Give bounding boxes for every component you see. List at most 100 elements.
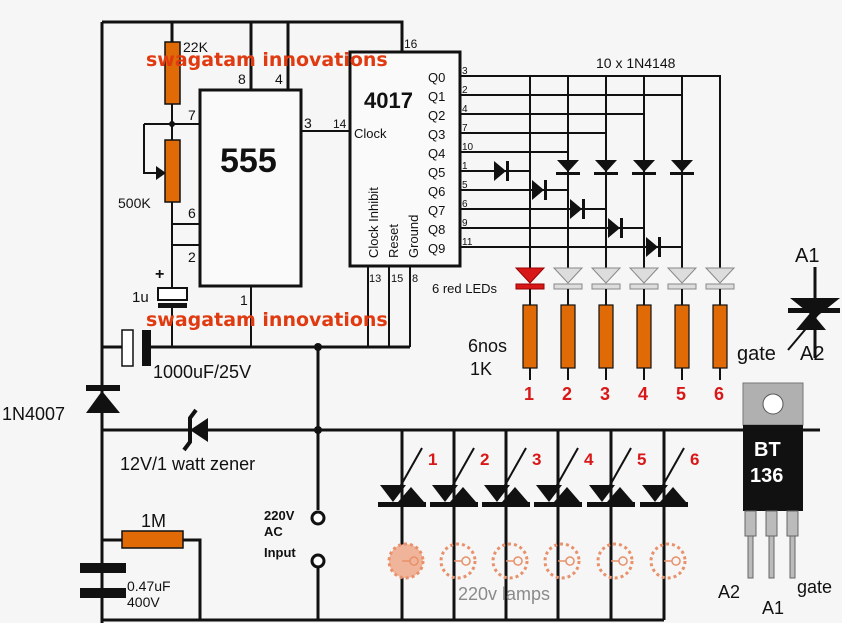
ic-555-label: 555 — [220, 142, 277, 180]
lamp — [543, 542, 581, 580]
pin-label: 8 — [238, 71, 246, 87]
triac-number: 2 — [480, 450, 489, 469]
led — [552, 267, 584, 284]
channel-number: 1 — [524, 384, 534, 404]
pin-label: 15 — [391, 273, 403, 285]
bt136-label: BT — [754, 439, 781, 461]
bt136-pin-a2: A2 — [718, 582, 740, 602]
pin-label: 16 — [404, 37, 418, 51]
label-a2: A2 — [800, 343, 824, 365]
label-gate: gate — [737, 343, 776, 365]
resistor-1k — [598, 304, 614, 369]
pin-label: 7 — [188, 107, 196, 123]
channel-number: 5 — [676, 384, 686, 404]
triac-number: 4 — [584, 450, 594, 469]
pin-label: 11 — [462, 237, 473, 248]
resistor-1k — [674, 304, 690, 369]
triac-number: 6 — [690, 450, 699, 469]
channel-number: 3 — [600, 384, 610, 404]
pin-label: 13 — [369, 273, 381, 285]
lamp — [649, 542, 687, 580]
triac — [430, 447, 478, 507]
pot-500k — [164, 139, 181, 203]
label-diodes: 10 x 1N4148 — [596, 55, 676, 71]
pot-wiper-arrow — [156, 166, 166, 180]
lamp — [439, 542, 477, 580]
label-resistors-value: 1K — [470, 359, 492, 379]
label-lamps: 220v lamps — [458, 584, 550, 604]
channel-number: 4 — [638, 384, 648, 404]
resistor-1k — [560, 304, 576, 369]
led — [666, 267, 698, 284]
ic-4017-label: 4017 — [364, 88, 413, 113]
output-label: Q2 — [428, 108, 445, 123]
zener-diode — [190, 418, 208, 442]
label-ac: AC — [264, 524, 283, 539]
label-a1: A1 — [795, 245, 819, 267]
ac-terminal-2 — [310, 553, 326, 569]
ic-4017 — [348, 50, 462, 268]
triac — [640, 447, 688, 507]
watermark-bottom: swagatam innovations — [146, 309, 388, 331]
output-wire — [460, 132, 607, 150]
diode-1n4007 — [86, 391, 120, 413]
pin-label: 1 — [462, 161, 468, 172]
capacitor-1000uf — [121, 329, 134, 367]
label-1n4007: 1N4007 — [2, 404, 65, 424]
pin-label: 10 — [462, 142, 474, 153]
channel-number: 2 — [562, 384, 572, 404]
capacitor-1u — [157, 287, 188, 301]
bt136-pin-a1: A1 — [762, 598, 784, 618]
resistor-1m — [121, 530, 184, 549]
triac-number: 5 — [637, 450, 646, 469]
triac — [534, 447, 582, 507]
output-label: Q3 — [428, 127, 445, 142]
output-label: Q4 — [428, 146, 445, 161]
label-1u: 1u — [132, 289, 149, 306]
watermark-top: swagatam innovations — [146, 49, 388, 71]
led — [704, 267, 736, 284]
bt136-pin-gate: gate — [797, 577, 832, 597]
pin-label: 3 — [304, 115, 312, 131]
label-500k: 500K — [118, 195, 151, 211]
output-wire — [460, 94, 683, 150]
triac — [587, 447, 635, 507]
pin-label: 8 — [412, 273, 418, 285]
clock-inhibit-label: Clock Inhibit — [366, 187, 381, 258]
diode-1n4148 — [570, 199, 582, 219]
ground-label: Ground — [406, 215, 421, 258]
lamp — [596, 542, 634, 580]
label-leds: 6 red LEDs — [432, 281, 498, 296]
pin-label: 2 — [188, 249, 196, 265]
output-label: Q5 — [428, 165, 445, 180]
label-resistors-count: 6nos — [468, 336, 507, 356]
led — [590, 267, 622, 284]
pin-label: 4 — [462, 104, 468, 115]
triac-number: 3 — [532, 450, 541, 469]
diode-1n4148 — [494, 161, 506, 181]
label-ac: 220V — [264, 508, 295, 523]
bt136-package: BT 136 A2 A1 gate — [718, 382, 832, 618]
pin-label: 5 — [462, 180, 468, 191]
pin-label: 9 — [462, 218, 468, 229]
resistor-1k — [522, 304, 538, 369]
resistor-1k — [636, 304, 652, 369]
label-047uf: 0.47uF — [127, 578, 171, 594]
output-label: Q0 — [428, 70, 445, 85]
output-label: Q6 — [428, 184, 445, 199]
channel-number: 6 — [714, 384, 724, 404]
label-zener: 12V/1 watt zener — [120, 454, 255, 474]
ac-terminal-1 — [310, 510, 326, 526]
output-label: Q1 — [428, 89, 445, 104]
label-400v: 400V — [127, 594, 160, 610]
lamp — [491, 542, 529, 580]
pin-label: 7 — [462, 123, 468, 134]
label-1000uf: 1000uF/25V — [153, 362, 251, 382]
pin-label: 6 — [462, 199, 468, 210]
output-label: Q7 — [428, 203, 445, 218]
led — [628, 267, 660, 284]
label-22k: 22K — [183, 39, 209, 55]
resistor-1k — [712, 304, 728, 369]
